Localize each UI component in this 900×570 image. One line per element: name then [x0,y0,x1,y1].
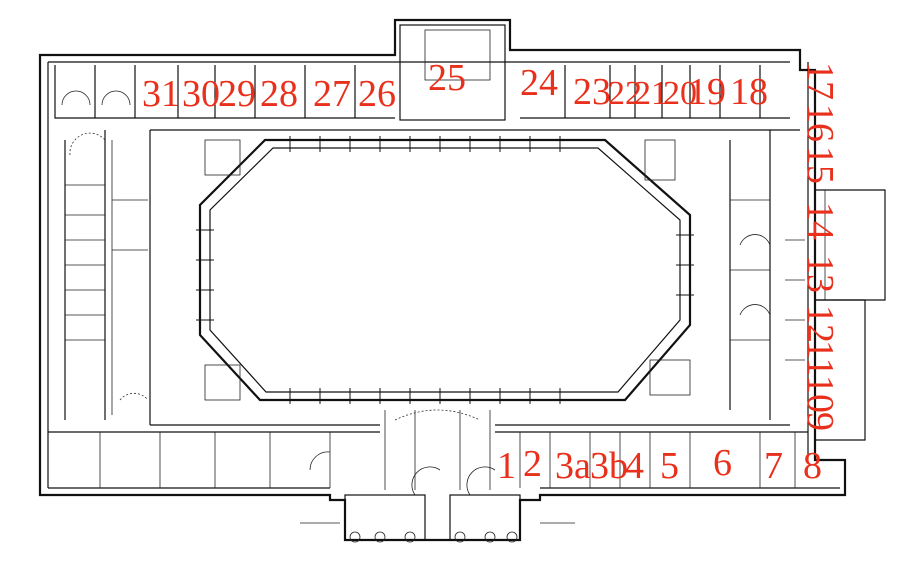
room-label-20: 20 [663,75,697,112]
room-label-21: 21 [634,75,668,112]
room-labels: 31 30 29 28 27 26 25 24 23 22 21 20 19 1… [142,57,841,487]
room-label-18: 18 [730,71,768,113]
room-label-5: 5 [660,445,679,487]
room-label-1: 1 [497,445,516,487]
room-label-7: 7 [764,445,783,487]
room-label-14: 14 [799,202,841,240]
room-label-16: 16 [799,104,841,142]
east-wing [729,130,886,441]
south-wing [48,409,808,543]
room-label-27: 27 [313,73,351,115]
room-label-3a: 3a [555,445,591,487]
room-label-23: 23 [573,71,611,113]
room-label-4: 4 [625,445,644,487]
room-label-31: 31 [142,73,180,115]
room-label-13: 13 [799,255,841,293]
room-label-3b: 3b [590,445,628,487]
room-label-15: 15 [799,146,841,184]
room-label-24: 24 [520,62,558,104]
room-label-8: 8 [803,445,822,487]
room-label-6: 6 [713,442,732,484]
room-label-12: 12 [799,305,841,343]
courtyard [196,136,694,404]
room-label-29: 29 [218,73,256,115]
room-label-28: 28 [260,73,298,115]
room-label-22: 22 [608,75,642,112]
room-label-10: 10 [799,375,841,413]
west-wing [64,130,149,420]
room-label-17: 17 [799,62,841,100]
room-label-19: 19 [688,71,726,113]
room-label-26: 26 [358,73,396,115]
room-label-30: 30 [182,73,220,115]
room-label-2: 2 [523,443,542,485]
room-label-9: 9 [799,412,841,431]
corridor-ring [149,129,800,426]
room-label-11: 11 [799,340,841,377]
north-wing [54,24,790,121]
room-label-25: 25 [428,57,466,99]
